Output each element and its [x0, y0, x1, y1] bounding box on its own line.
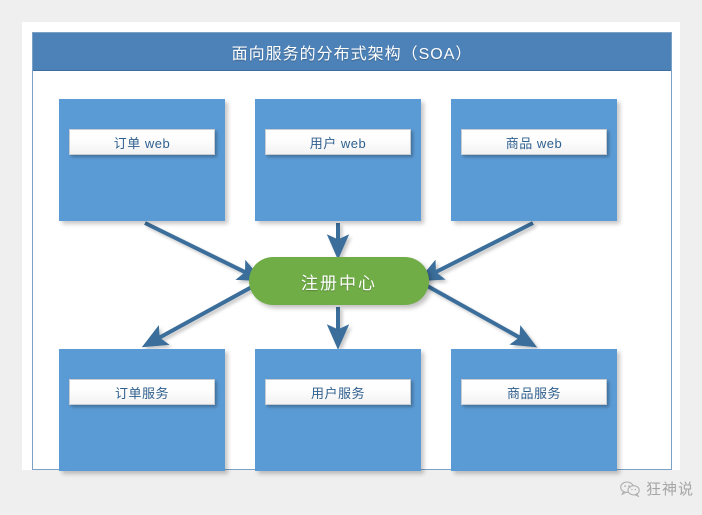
- diagram-title-bar: 面向服务的分布式架构（SOA）: [33, 33, 671, 71]
- node-order-web[interactable]: 订单 web: [59, 99, 225, 221]
- node-label: 注册中心: [301, 273, 377, 293]
- node-product-service[interactable]: 商品服务: [451, 349, 617, 471]
- node-label: 订单服务: [69, 379, 215, 405]
- arrow-registry-to-product-service: [421, 281, 538, 348]
- node-product-web[interactable]: 商品 web: [451, 99, 617, 221]
- watermark: 狂神说: [620, 478, 694, 499]
- node-label: 商品服务: [461, 379, 607, 405]
- node-label: 商品 web: [461, 129, 607, 155]
- arrow-registry-to-order-service: [141, 281, 260, 348]
- node-user-web[interactable]: 用户 web: [255, 99, 421, 221]
- node-label: 用户服务: [265, 379, 411, 405]
- node-order-service[interactable]: 订单服务: [59, 349, 225, 471]
- page-title: 面向服务的分布式架构（SOA）: [231, 45, 473, 63]
- node-registry[interactable]: 注册中心: [249, 257, 429, 305]
- watermark-text: 狂神说: [645, 481, 694, 498]
- node-label: 用户 web: [265, 129, 411, 155]
- node-user-service[interactable]: 用户服务: [255, 349, 421, 471]
- arrow-product-web-to-registry: [417, 221, 534, 282]
- diagram-frame: 面向服务的分布式架构（SOA） 订单 web 用户 web 商品 web: [32, 32, 672, 471]
- node-label: 订单 web: [69, 129, 215, 155]
- arrow-order-web-to-registry: [144, 221, 264, 282]
- wechat-icon: [620, 480, 640, 497]
